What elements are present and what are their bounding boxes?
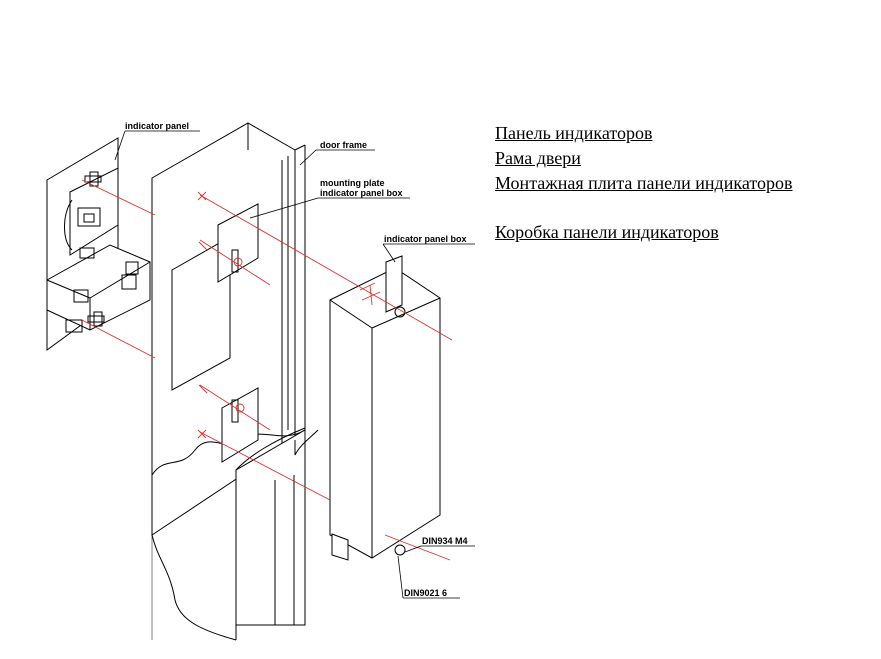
callout-indicator-panel-box: indicator panel box bbox=[384, 234, 467, 244]
legend-item-panel: Панель индикаторов bbox=[495, 123, 653, 143]
indicator-panel-box-drawing bbox=[329, 255, 441, 561]
callout-mounting-plate: mounting plate bbox=[320, 178, 385, 188]
indicator-panel-drawing bbox=[46, 137, 151, 351]
callout-washer: DIN9021 6 bbox=[404, 588, 447, 598]
callout-nut: DIN934 M4 bbox=[422, 536, 468, 546]
mounting-plates-drawing bbox=[217, 203, 259, 463]
leader-lines bbox=[114, 130, 475, 599]
callout-indicator-panel: indicator panel bbox=[125, 121, 189, 131]
legend: Панель индикаторов Рама двери Монтажная … bbox=[495, 121, 792, 245]
legend-item-panel-box: Коробка панели индикаторов bbox=[495, 222, 719, 242]
callout-mounting-plate-sub: indicator panel box bbox=[320, 188, 403, 198]
legend-item-door-frame: Рама двери bbox=[495, 148, 581, 168]
legend-item-mounting-plate: Монтажная плита панели индикаторов bbox=[495, 173, 793, 193]
door-frame-drawing bbox=[151, 122, 319, 641]
callout-door-frame: door frame bbox=[320, 140, 367, 150]
axis-lines bbox=[81, 179, 453, 561]
